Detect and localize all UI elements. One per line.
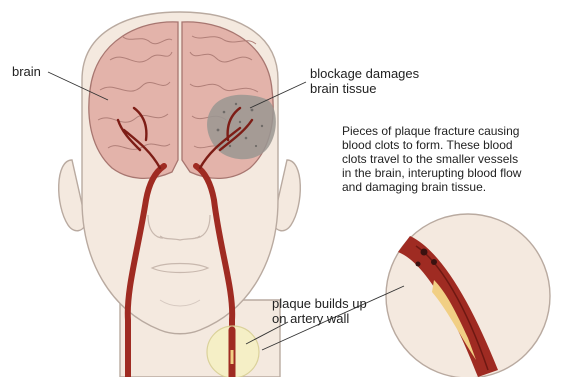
explanation-text: Pieces of plaque fracture causing blood … — [342, 124, 557, 194]
magnified-artery — [386, 214, 550, 377]
brain-label: brain — [12, 64, 41, 79]
blockage-label: blockage damages brain tissue — [310, 66, 419, 96]
brain — [89, 22, 276, 179]
plaque-label: plaque builds up on artery wall — [272, 296, 367, 326]
